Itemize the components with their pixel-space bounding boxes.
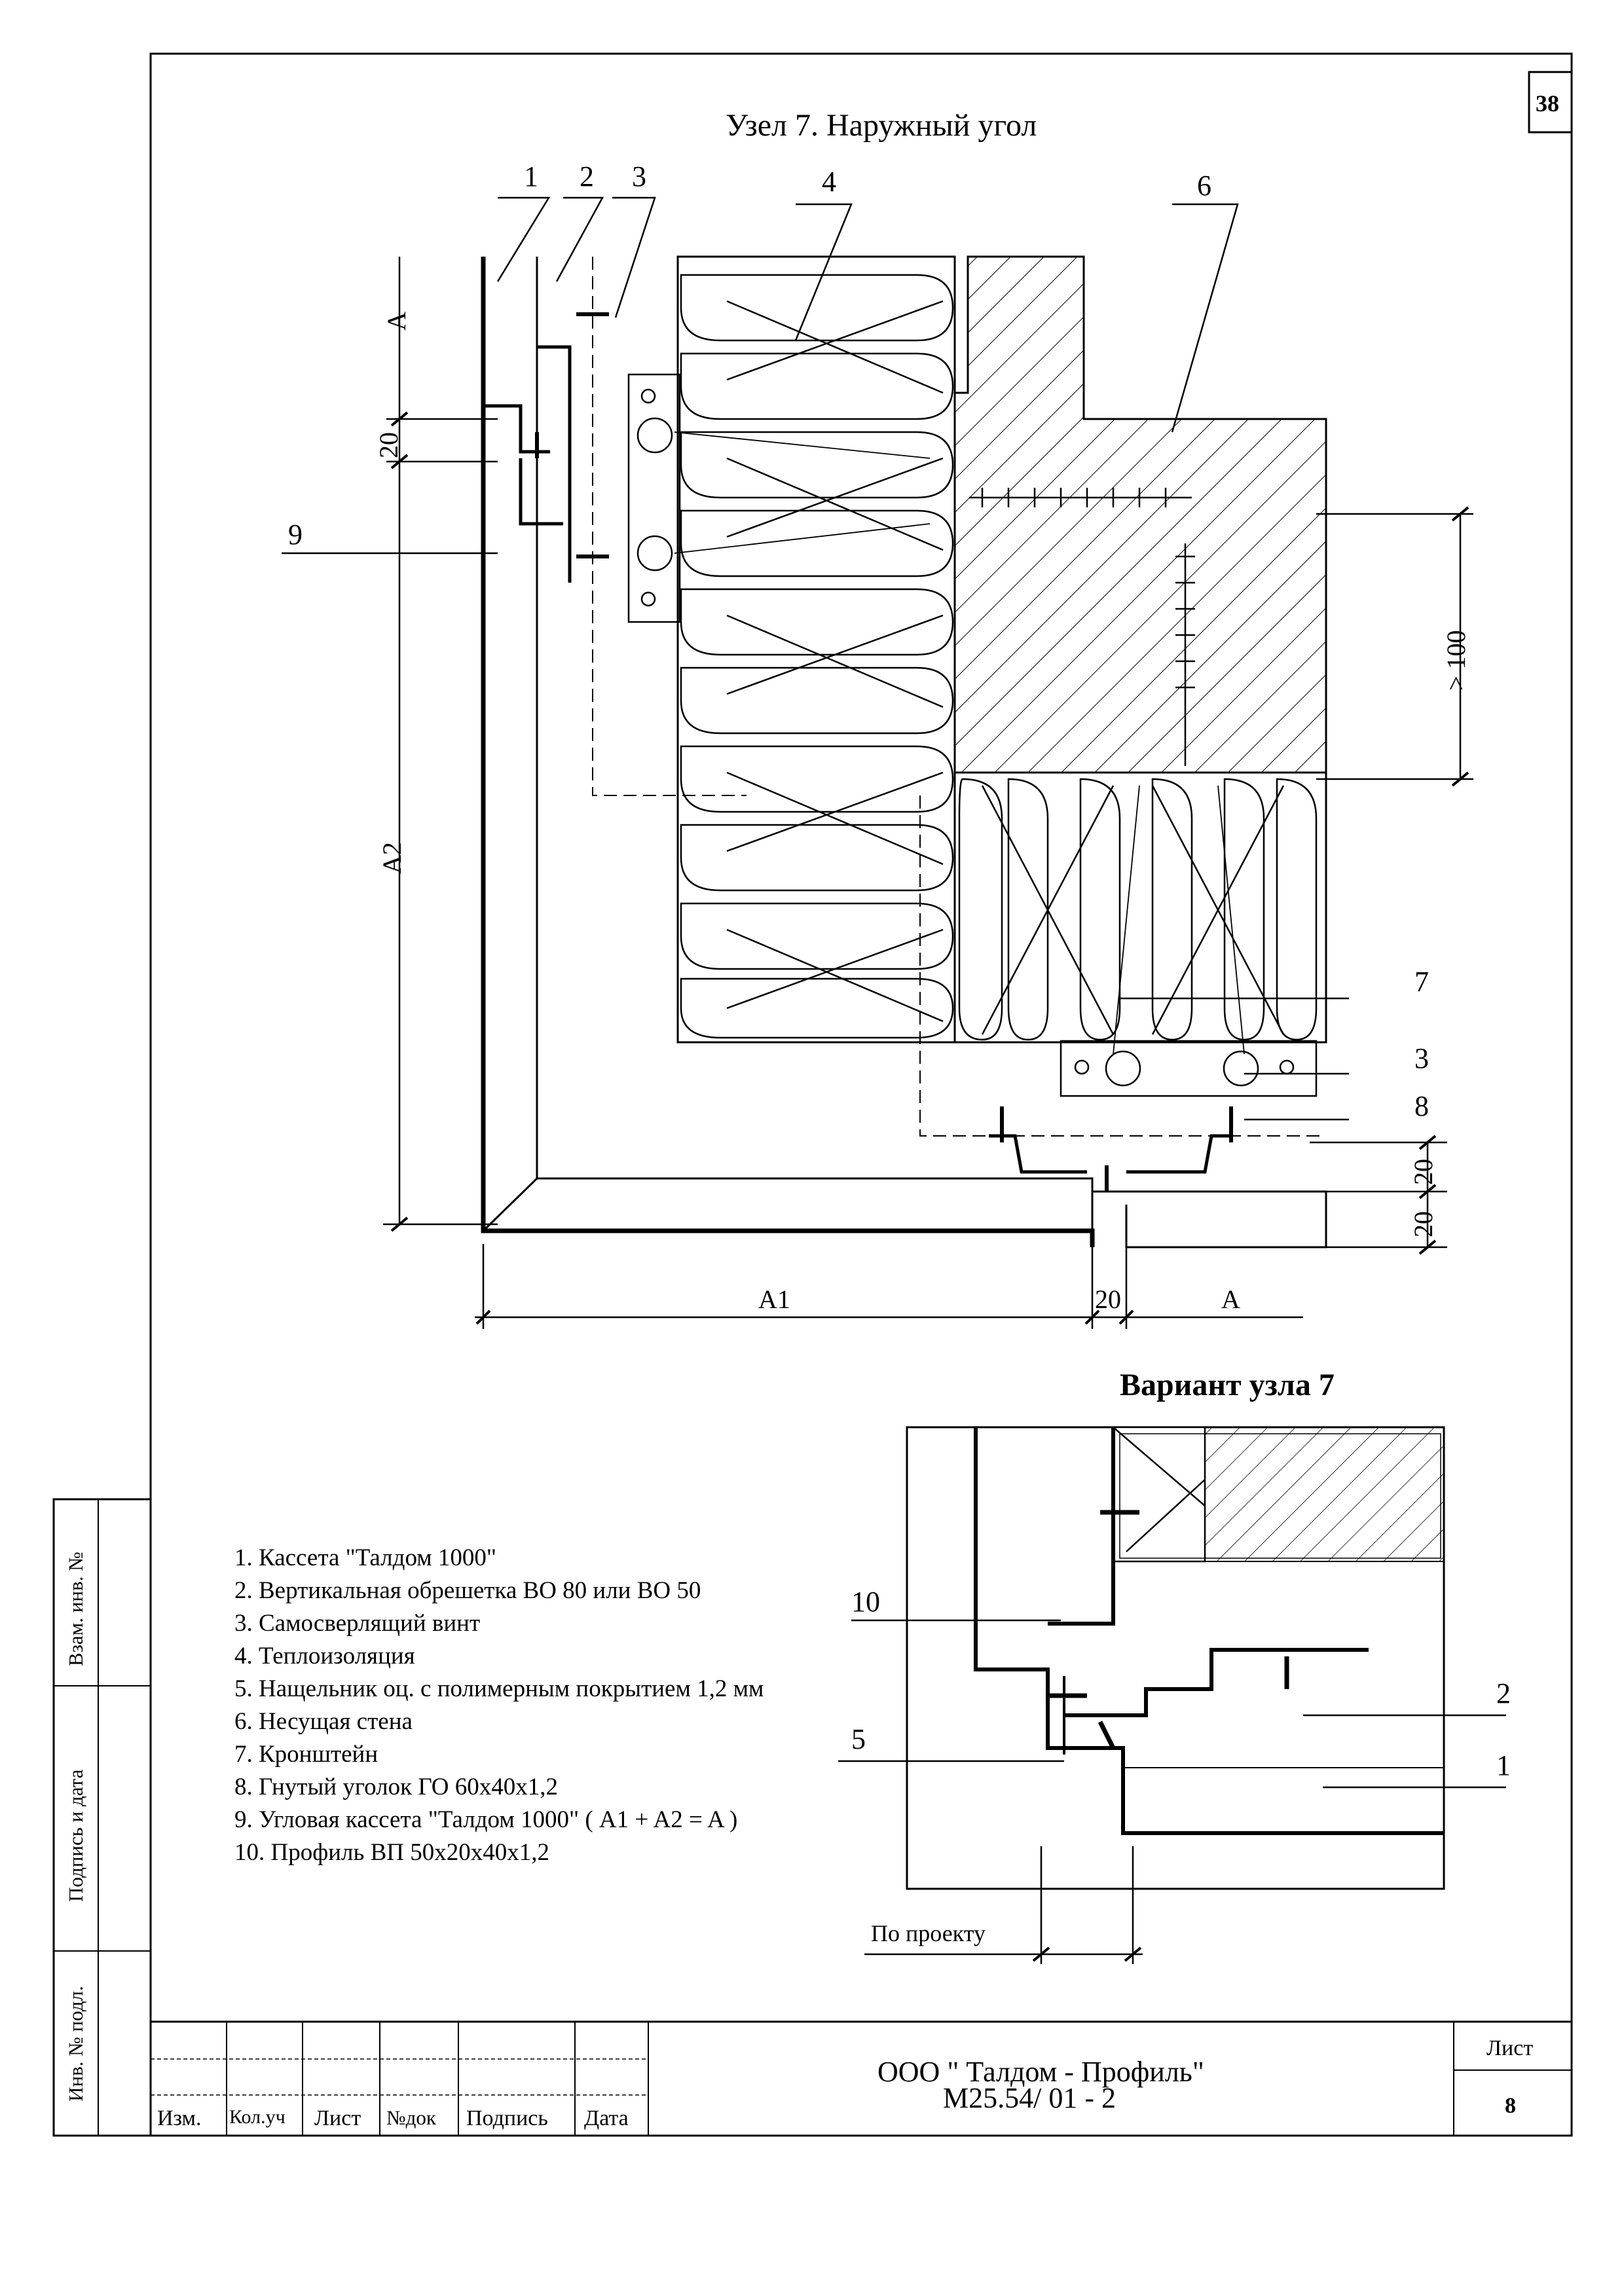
legend-item: 3. Самосверлящий винт (234, 1610, 481, 1637)
dim-a1: A1 (758, 1285, 790, 1314)
leader-lines (282, 196, 1473, 1329)
dim-po-proektu: По проекту (871, 1920, 986, 1946)
tb-col-kolvo: Кол.уч (229, 2106, 286, 2128)
legend-item: 10. Профиль ВП 50х20х40х1,2 (234, 1839, 549, 1866)
dimension-ticks (390, 411, 1469, 1325)
variant-callout-10: 10 (851, 1586, 880, 1618)
callout-9: 9 (288, 519, 303, 551)
dim-20-right-1: 20 (1409, 1159, 1438, 1185)
stamp-inv: Инв. № подл. (64, 1986, 87, 2102)
bearing-wall (953, 255, 1327, 774)
dim-a-top: A (382, 312, 411, 331)
variant-callout-2: 2 (1496, 1677, 1511, 1709)
tb-col-list: Лист (314, 2106, 361, 2130)
stamp-vzam: Взам. инв. № (64, 1552, 87, 1666)
tb-col-data: Дата (584, 2106, 629, 2130)
dim-a-bottom: A (1221, 1285, 1240, 1314)
title-block (149, 2020, 1573, 2137)
legend-item: 5. Нащельник оц. с полимерным покрытием … (234, 1675, 764, 1702)
insulation-vertical (676, 255, 956, 1044)
callout-8: 8 (1414, 1090, 1429, 1122)
stamp-podpis: Подпись и дата (64, 1769, 87, 1902)
dim-gt100: > 100 (1441, 630, 1471, 691)
tb-col-podpis: Подпись (466, 2106, 548, 2130)
legend-item: 7. Кронштейн (234, 1741, 378, 1768)
tb-col-izm: Изм. (157, 2106, 202, 2130)
callout-4: 4 (822, 166, 836, 198)
dim-20-bottom: 20 (1095, 1285, 1121, 1314)
insulation-horizontal (953, 771, 1327, 1044)
callout-6: 6 (1197, 170, 1211, 202)
node7-drawing (282, 196, 1473, 1329)
dim-a2: A2 (377, 842, 407, 874)
callout-3: 3 (632, 160, 646, 192)
tb-sheet-number: 8 (1505, 2094, 1516, 2118)
variant-callout-1: 1 (1496, 1749, 1511, 1781)
callout-1: 1 (524, 160, 538, 192)
legend-item: 9. Угловая кассета "Талдом 1000" ( A1 + … (234, 1806, 738, 1833)
legend-item: 8. Гнутый уголок ГО 60х40х1,2 (234, 1774, 559, 1800)
variant-drawing (838, 1426, 1506, 1964)
tb-sheet-label: Лист (1486, 2036, 1534, 2060)
legend-item: 2. Вертикальная обрешетка ВО 80 или ВО 5… (234, 1577, 701, 1604)
tb-col-ndok: №док (386, 2106, 436, 2129)
bracket (592, 257, 1326, 1137)
legend-item: 4. Теплоизоляция (234, 1643, 415, 1669)
main-title: Узел 7. Наружный угол (726, 108, 1037, 143)
callout-7: 7 (1414, 966, 1429, 998)
insulation-loops (680, 274, 1318, 1041)
tb-code: М25.54/ 01 - 2 (943, 2082, 1116, 2114)
cladding (481, 257, 1327, 1248)
dim-20-left: 20 (374, 432, 403, 458)
legend-item: 6. Несущая стена (234, 1708, 413, 1735)
legend-item: 1. Кассета "Талдом 1000" (234, 1544, 497, 1571)
tb-company: ООО " Талдом - Профиль" (877, 2056, 1204, 2088)
variant-title: Вариант узла 7 (1120, 1368, 1335, 1402)
callout-3b: 3 (1414, 1042, 1429, 1074)
callout-2: 2 (580, 160, 594, 192)
variant-callout-5: 5 (851, 1723, 866, 1755)
legend: 1. Кассета "Талдом 1000" 2. Вертикальная… (234, 1542, 764, 1869)
dim-20-right-2: 20 (1409, 1211, 1438, 1237)
sheet-corner-number: 38 (1536, 90, 1559, 117)
